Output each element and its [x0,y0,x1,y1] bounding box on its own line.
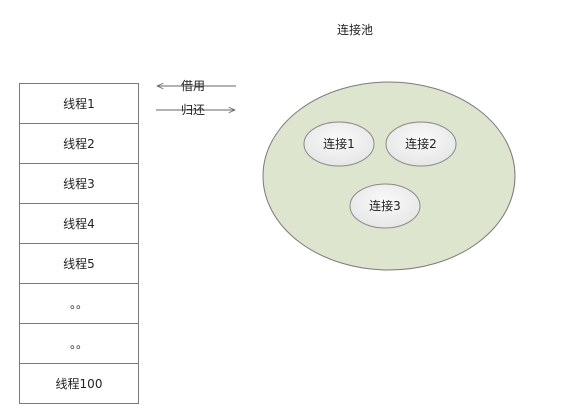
thread-row: 线程100 [20,364,138,404]
connection-pool-ellipse [262,81,516,271]
thread-row: 线程1 [20,84,138,124]
connection-2-label: 连接2 [405,137,437,151]
thread-row: 线程3 [20,164,138,204]
connection-3-label: 连接3 [369,199,401,213]
connection-3-ellipse [349,183,421,229]
borrow-label: 借用 [181,79,206,93]
connection-1-label: 连接1 [323,137,355,151]
thread-row: 线程5 [20,244,138,284]
connection-pool-title: 连接池 [336,23,373,37]
thread-row: 线程4 [20,204,138,244]
thread-list: 线程1 线程2 线程3 线程4 线程5 。。 。。 线程100 [19,83,139,404]
thread-row-ellipsis: 。。 [20,324,138,364]
thread-row: 线程2 [20,124,138,164]
connection-2-ellipse [385,121,457,167]
thread-row-ellipsis: 。。 [20,284,138,324]
connection-1-ellipse [303,121,375,167]
return-label: 归还 [181,103,206,117]
